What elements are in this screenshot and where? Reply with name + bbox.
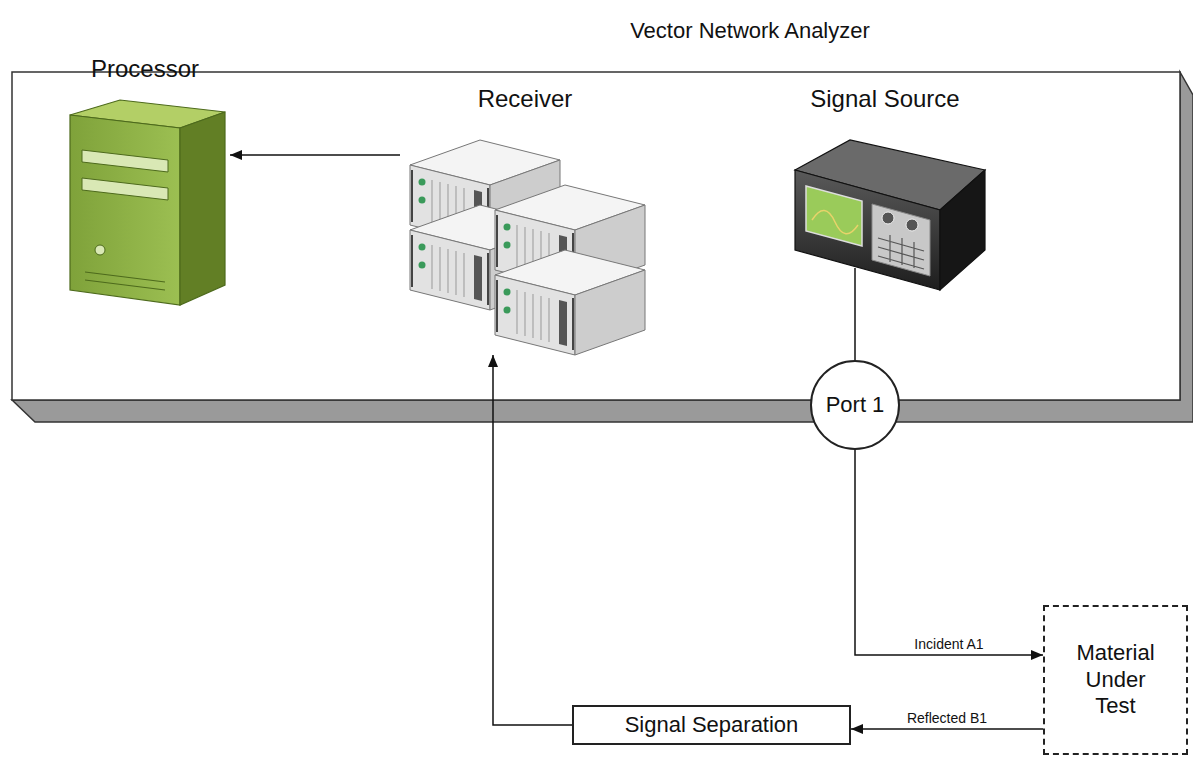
connector — [855, 450, 1043, 655]
signal-label: Incident A1 — [911, 636, 986, 652]
connector — [851, 728, 1043, 730]
node-label: Signal Separation — [625, 712, 799, 738]
analyzer-housing: Vector Network AnalyzerProcessorReceiver… — [10, 8, 1182, 402]
connector — [493, 355, 572, 725]
processor-icon — [70, 100, 225, 305]
connector — [854, 268, 856, 360]
node-label: Processor — [60, 55, 230, 84]
housing-shadow — [12, 72, 1193, 422]
receiver-icon — [410, 140, 645, 355]
node-label: Signal Source — [780, 85, 990, 114]
node-label: Port 1 — [826, 392, 885, 418]
connector — [230, 154, 400, 156]
receiver: Receiver — [400, 85, 650, 355]
process-box: Signal Separation — [572, 705, 851, 745]
signal-source: Signal Source — [780, 85, 990, 268]
material-box: Material Under Test — [1043, 605, 1188, 755]
signal-label: Reflected B1 — [904, 710, 990, 726]
housing-face — [12, 72, 1180, 400]
node-label: Vector Network Analyzer — [630, 18, 870, 44]
signal-source-icon — [795, 140, 985, 290]
port-circle: Port 1 — [810, 360, 900, 450]
node-label: Receiver — [400, 85, 650, 114]
processor: Processor — [60, 55, 230, 310]
node-label: Material Under Test — [1065, 640, 1166, 719]
